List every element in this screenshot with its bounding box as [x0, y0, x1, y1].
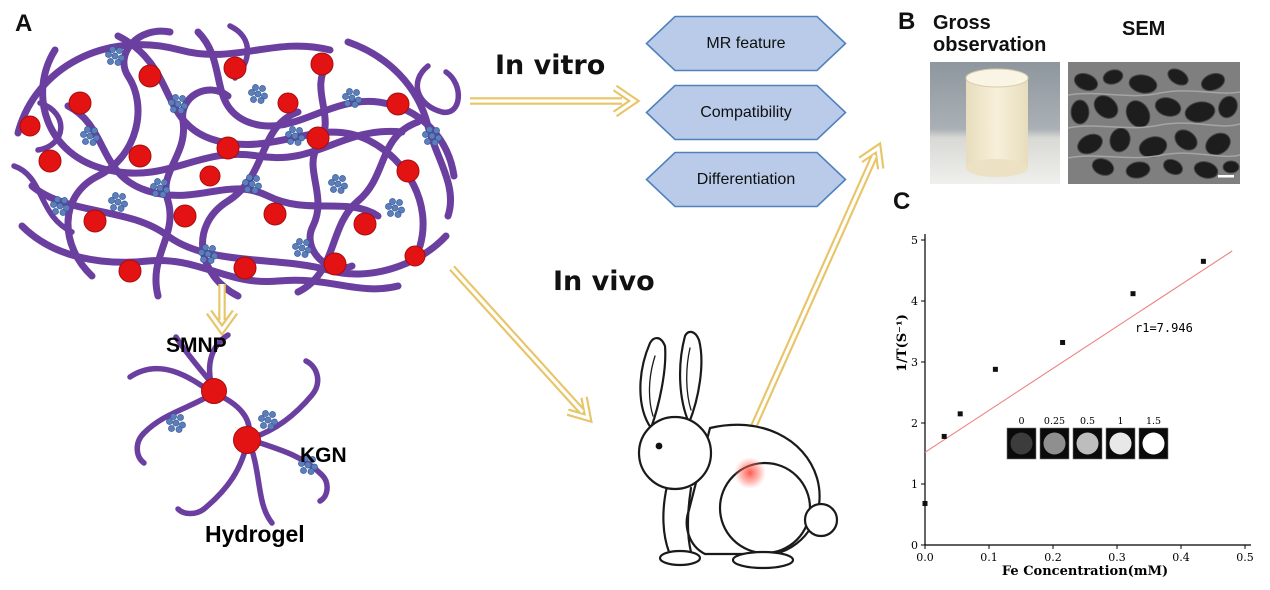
y-tick-label: 5 [911, 234, 918, 247]
x-tick-label: 0.3 [1108, 551, 1126, 564]
panel-b-label: B [898, 8, 916, 35]
rabbit-ear [678, 330, 703, 425]
in-vivo-label: In vivo [553, 266, 655, 297]
x-tick-label: 0.1 [980, 551, 998, 564]
sem-ridges [1068, 90, 1240, 159]
panel-a-label: A [15, 10, 33, 37]
r1-annotation: r1=7.946 [1135, 321, 1193, 335]
hexagon-label: Compatibility [700, 103, 792, 121]
rabbit-hind-foot [731, 550, 795, 570]
injection-site-glow [734, 457, 766, 489]
y-tick-label: 2 [911, 417, 918, 430]
mri-phantom-signal [1010, 432, 1033, 455]
inset-concentration-label: 0.5 [1080, 416, 1095, 427]
sem-image [1068, 62, 1240, 184]
hexagon-compatibility: Compatibility [645, 84, 847, 141]
rabbit-ear-inner [686, 347, 692, 411]
x-axis-label: Fe Concentration(mM) [1002, 564, 1168, 579]
mri-phantom-signal [1076, 432, 1099, 455]
smnp-particles [19, 52, 426, 283]
x-tick-label: 0.5 [1236, 551, 1254, 564]
rabbit-head [637, 415, 713, 491]
hexagon-mr-feature: MR feature [645, 15, 847, 72]
rabbit-front-leg [686, 486, 693, 554]
y-axis-label: 1/T(S⁻¹) [895, 314, 910, 372]
data-point [922, 501, 928, 507]
y-tick-label: 3 [911, 356, 918, 369]
mri-phantom-signal [1043, 432, 1066, 455]
data-point [957, 411, 963, 417]
polymer-strands-small [127, 332, 330, 526]
data-point [992, 366, 998, 372]
smnp-particle-large [201, 378, 227, 404]
smnp-label: SMNP [166, 334, 227, 357]
sem-pores [1070, 68, 1240, 179]
gel-cylinder-top [965, 68, 1029, 88]
relaxivity-chart: 1/T(S⁻¹) Fe Concentration(mM) 0.0 0.1 0.2 0… [895, 228, 1270, 585]
sem-title: SEM [1122, 18, 1166, 40]
gel-cylinder-bottom [966, 159, 1028, 177]
gross-observation-title: Gross observation [933, 12, 1047, 57]
rabbit-ear-inner [648, 355, 656, 417]
data-point [941, 433, 947, 439]
rabbit-eye [655, 442, 663, 450]
x-tick-label: 0.2 [1044, 551, 1062, 564]
mri-phantom-signal [1142, 432, 1165, 455]
hydrogel-label: Hydrogel [205, 521, 305, 547]
hydrogel-unit-illustration [127, 332, 330, 526]
rabbit-tail [803, 502, 839, 538]
x-tick-label: 0.0 [916, 551, 934, 564]
hexagon-shape [645, 15, 847, 72]
hexagon-differentiation: Differentiation [645, 151, 847, 208]
y-tick-label: 0 [911, 539, 918, 552]
inset-concentration-label: 0 [1018, 416, 1024, 427]
gel-cylinder [966, 78, 1028, 168]
gross-observation-photo [930, 62, 1060, 184]
kgn-label: KGN [300, 444, 347, 467]
smnp-particle-large [233, 426, 261, 454]
y-tick-label: 1 [911, 478, 918, 491]
hexagon-shape [645, 84, 847, 141]
mri-phantom-signal [1109, 432, 1132, 455]
inset-concentration-label: 0.25 [1044, 416, 1065, 427]
inset-concentration-label: 1 [1117, 416, 1123, 427]
arrow-in-vitro [470, 84, 641, 118]
hexagon-label: MR feature [706, 34, 786, 52]
data-point [1200, 258, 1206, 264]
panel-c-label: C [893, 188, 911, 215]
data-point [1130, 291, 1136, 297]
y-tick-label: 4 [911, 295, 918, 308]
sem-scale-bar [1218, 175, 1234, 178]
hexagon-label: Differentiation [696, 170, 796, 188]
hydrogel-network-illustration [11, 23, 462, 300]
rabbit-ear [639, 337, 667, 430]
x-tick-label: 0.4 [1172, 551, 1190, 564]
relaxivity-chart-canvas: 1/T(S⁻¹) Fe Concentration(mM) 0.0 0.1 0.2 0… [895, 234, 1254, 579]
data-point [1060, 339, 1066, 345]
rabbit-front-leg [662, 484, 671, 554]
rabbit-front-foot [658, 549, 702, 567]
inset-concentration-label: 1.5 [1146, 416, 1161, 427]
rabbit-illustration [637, 330, 839, 570]
in-vitro-label: In vitro [495, 50, 606, 81]
fit-line [924, 250, 1233, 453]
